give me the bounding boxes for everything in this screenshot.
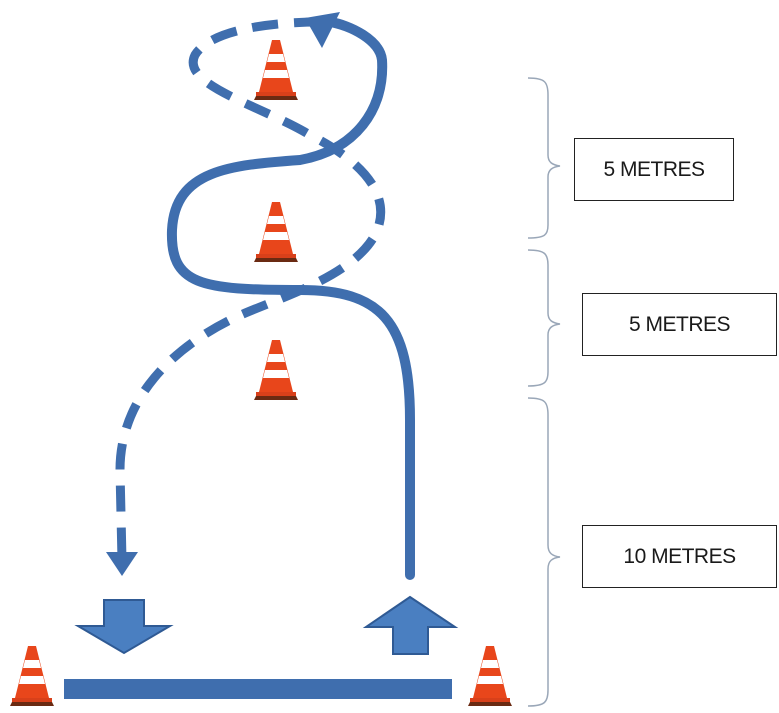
path-arrowhead [305, 12, 340, 48]
dashed-path [115, 17, 386, 561]
traffic-cone-icon [10, 646, 54, 706]
distance-label-top-text: 5 METRES [603, 157, 705, 181]
dashed-arrowhead [106, 552, 138, 576]
traffic-cone-icon [254, 340, 298, 400]
brace-top [527, 77, 561, 239]
distance-label-middle: 5 METRES [582, 293, 777, 356]
up-arrow-icon [362, 595, 459, 655]
distance-label-top: 5 METRES [574, 138, 734, 201]
distance-label-bottom: 10 METRES [582, 525, 777, 588]
brace-bottom [527, 397, 561, 707]
distance-label-middle-text: 5 METRES [628, 312, 731, 336]
distance-label-bottom-text: 10 METRES [623, 544, 736, 568]
traffic-cone-icon [468, 646, 512, 706]
traffic-cone-icon [254, 40, 298, 100]
brace-middle [527, 249, 561, 387]
traffic-cone-icon [254, 202, 298, 262]
solid-path [166, 17, 415, 580]
down-arrow-icon [74, 599, 174, 655]
start-line [64, 679, 452, 699]
